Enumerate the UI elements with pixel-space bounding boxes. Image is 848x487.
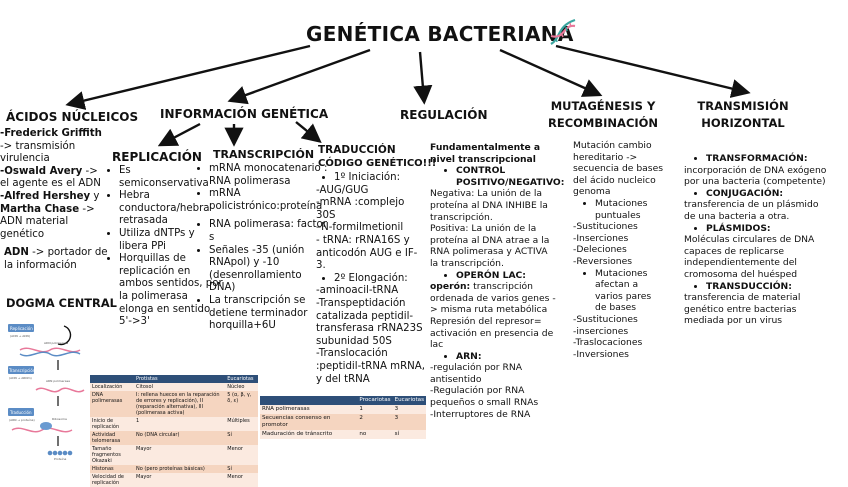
conjugacion-bullet: CONJUGACIÓN: xyxy=(706,188,832,200)
replicacion-heading: REPLICACIÓN xyxy=(112,150,202,164)
arrow-transmision xyxy=(555,44,751,98)
fig-label-replicacion: Replicación xyxy=(10,326,33,331)
regulacion-text: Fundamentalmente a nivel transcripcional… xyxy=(430,142,564,420)
chase-name: Martha Chase xyxy=(0,203,80,215)
list-item: mRNA policistrónico:proteína xyxy=(209,188,331,213)
arrow-traduccion xyxy=(295,121,322,144)
operon-lac-bullet: OPERÓN LAC: xyxy=(456,270,558,282)
horizontal-heading: HORIZONTAL xyxy=(701,116,785,130)
page-title: GENÉTICA BACTERIANA xyxy=(306,22,574,46)
fig-label-traduccion: Traducción xyxy=(9,410,32,415)
avery-name: -Oswald Avery xyxy=(0,165,83,177)
list-item: Señales -35 (unión RNApol) y -10 (desenr… xyxy=(209,245,331,295)
mutagenesis-text: Mutación cambio hereditario -> secuencia… xyxy=(573,140,665,360)
svg-text:(ADN → ADN): (ADN → ADN) xyxy=(10,334,30,338)
iniciacion-bullet: 1º Iniciación: xyxy=(334,172,426,185)
regulacion-heading: REGULACIÓN xyxy=(400,108,488,122)
hershey-name: -Alfred Hershey xyxy=(0,190,91,202)
regulacion-subheading: Fundamentalmente a nivel transcripcional xyxy=(430,142,541,165)
list-item: La transcripción se detiene terminador h… xyxy=(209,295,331,333)
svg-text:ADN polimerasa: ADN polimerasa xyxy=(44,341,68,345)
acidos-text: -Frederick Griffith -> transmisión virul… xyxy=(0,128,108,271)
varios-pares-bullet: Mutaciones afectan a varios pares de bas… xyxy=(595,268,665,314)
traduccion-heading: TRADUCCIÓN xyxy=(318,144,396,156)
svg-text:Ribosoma: Ribosoma xyxy=(52,417,67,421)
replicacion-list: Es semiconservativa Hebra conductora/heb… xyxy=(103,165,223,329)
dogma-heading: DOGMA CENTRAL xyxy=(6,296,117,310)
svg-text:Proteína: Proteína xyxy=(54,457,67,461)
list-item: Utiliza dNTPs y libera PPi xyxy=(119,228,223,253)
dna-helix-icon xyxy=(550,18,576,45)
mutagenesis-heading: MUTAGÉNESIS Y xyxy=(550,99,656,113)
list-item: mRNA monocatenario : RNA polimerasa xyxy=(209,163,331,188)
puntuales-bullet: Mutaciones puntuales xyxy=(595,198,665,221)
table-header-row: Protistas Eucariotas xyxy=(90,375,258,383)
list-item: Horquillas de replicación en ambos senti… xyxy=(119,253,223,329)
acidos-heading: ÁCIDOS NÚCLEICOS xyxy=(6,110,139,124)
svg-text:(ARN → proteína): (ARN → proteína) xyxy=(9,418,35,422)
svg-text:ARN polimerasa: ARN polimerasa xyxy=(46,379,70,383)
svg-text:(ADN → ARNm): (ADN → ARNm) xyxy=(9,376,32,380)
transmision-text: TRANSFORMACIÓN: incorporación de DNA exó… xyxy=(684,153,832,327)
codigo-genetico-heading: CÓDIGO GENÉTICO!!! xyxy=(318,158,437,169)
list-item: RNA polimerasa: factor s xyxy=(209,219,331,244)
arrow-regulacion xyxy=(413,51,433,105)
control-bullet: CONTROL POSITIVO/NEGATIVO: xyxy=(456,165,564,188)
arrow-replicacion xyxy=(157,122,201,147)
transduccion-bullet: TRANSDUCCIÓN: xyxy=(706,281,832,293)
elongacion-bullet: 2º Elongación: xyxy=(334,273,426,286)
recombinacion-heading: RECOMBINACIÓN xyxy=(548,116,659,130)
list-item: Es semiconservativa xyxy=(119,165,223,190)
griffith-name: -Frederick Griffith xyxy=(0,128,102,139)
arrow-info xyxy=(227,48,371,105)
transmision-heading: TRANSMISIÓN xyxy=(697,99,789,113)
transformacion-bullet: TRANSFORMACIÓN: xyxy=(706,153,832,165)
arrow-acidos xyxy=(65,44,311,110)
connector-arrows xyxy=(65,44,751,147)
transcripcion-list: mRNA monocatenario : RNA polimerasa mRNA… xyxy=(193,163,331,333)
fig-label-transcripcion: Transcripción xyxy=(8,368,36,373)
arrow-mutagenesis xyxy=(499,48,603,97)
transcripcion-heading: TRANSCRIPCIÓN xyxy=(213,148,315,161)
list-item: Hebra conductora/hebra retrasada xyxy=(119,190,223,228)
adn-label: ADN xyxy=(4,247,29,259)
table-header-row: Procariotas Eucariotas xyxy=(260,396,426,405)
dogma-central-figure: Replicación (ADN → ADN) ADN polimerasa T… xyxy=(8,324,85,461)
traduccion-text: 1º Iniciación: -AUG/GUG -mRNA :complejo … xyxy=(316,172,426,386)
plasmidos-bullet: PLÁSMIDOS: xyxy=(706,223,832,235)
arn-bullet: ARN: xyxy=(456,351,558,363)
info-heading: INFORMACIÓN GENÉTICA xyxy=(160,107,329,121)
